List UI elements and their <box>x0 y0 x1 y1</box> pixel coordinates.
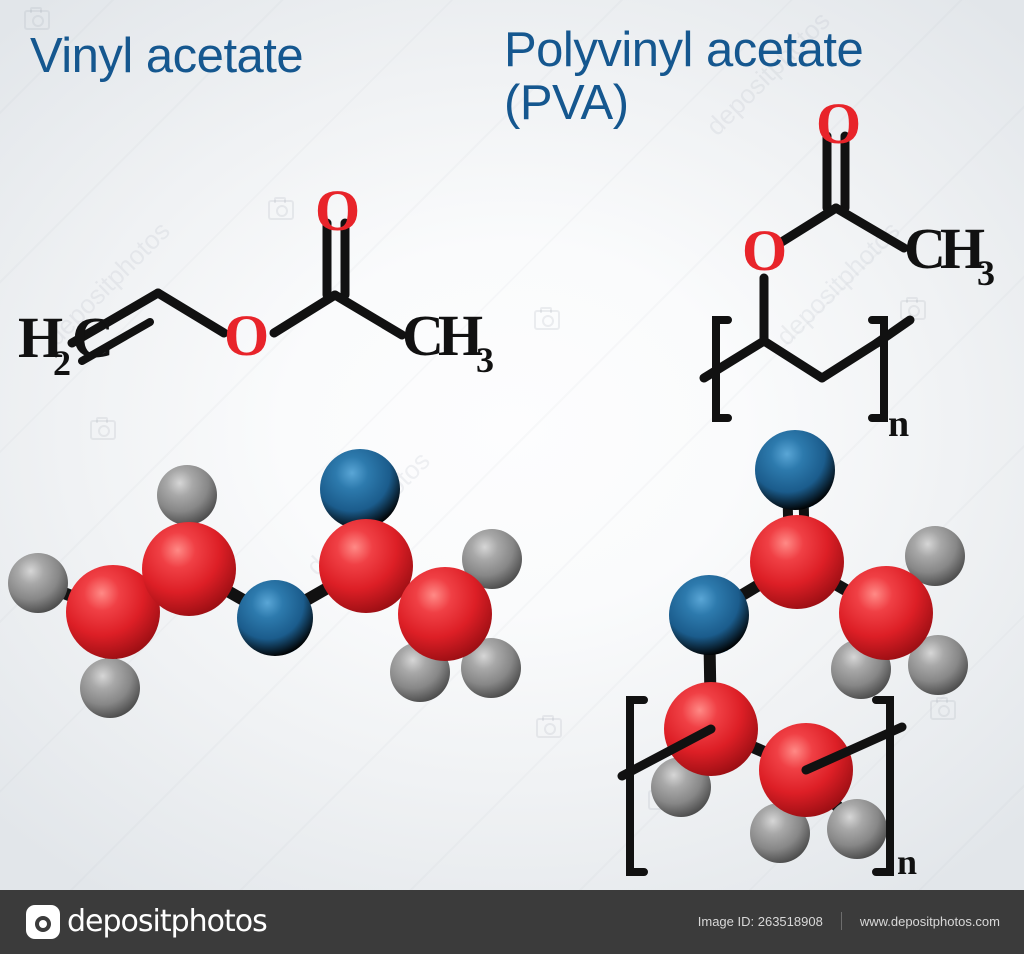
label-ch3: C H 3 <box>904 216 995 293</box>
label-h2c-subscript: 2 <box>53 343 71 383</box>
label-ch3-h: H <box>438 303 483 368</box>
atom-o-o2 <box>755 430 835 510</box>
atom-h-h2 <box>750 803 810 863</box>
title-polyvinyl-acetate-line1: Polyvinyl acetate <box>504 23 864 77</box>
title-polyvinyl-acetate: Polyvinyl acetate (PVA) <box>504 23 864 130</box>
skeletal-bonds-right <box>699 131 915 422</box>
label-carbonyl-oxygen: O <box>315 178 360 243</box>
bond-c1-c2-outer <box>67 288 163 348</box>
camera-icon <box>26 904 60 939</box>
label-ester-oxygen: O <box>224 303 269 368</box>
label-ch3-c: C <box>904 216 946 281</box>
image-id-label: Image ID: 263518908 <box>697 913 823 929</box>
model-right-atoms <box>651 430 968 863</box>
atom-o-o1 <box>237 580 313 656</box>
label-h2c-c: C <box>72 305 114 370</box>
bond-o1-c3 <box>269 290 340 338</box>
atom-c-c4 <box>398 567 492 661</box>
atom-h-h6 <box>908 635 968 695</box>
atom-c-c3 <box>750 515 844 609</box>
atom-c-c3 <box>319 519 413 613</box>
repeat-bracket-left <box>712 316 732 422</box>
footer-meta: Image ID: 263518908 www.depositphotos.co… <box>698 912 1000 930</box>
bond-c2-o1 <box>153 288 229 338</box>
atom-c-c2 <box>142 522 236 616</box>
title-polyvinyl-acetate-line2: (PVA) <box>504 75 629 130</box>
model-left-atoms <box>8 449 522 718</box>
atom-h-h4 <box>462 529 522 589</box>
model-label-repeat-n: n <box>897 842 917 882</box>
bond-c3-o1 <box>775 203 841 248</box>
skeletal-bonds-left <box>67 218 407 365</box>
model-right-polymer-brackets <box>617 696 907 876</box>
label-ch3-subscript: 3 <box>977 253 995 293</box>
bond-c3-c4 <box>330 290 407 340</box>
atom-h-h3 <box>157 465 217 525</box>
atom-h-h3 <box>827 799 887 859</box>
depositphotos-wordmark: depositphotos <box>67 904 268 939</box>
depositphotos-footer-bar: depositphotos Image ID: 263518908 www.de… <box>0 890 1024 954</box>
vinyl-acetate-skeletal-formula: H 2 C O O C H 3 <box>18 178 494 383</box>
label-carbonyl-oxygen: O <box>816 91 861 156</box>
model-bracket-left <box>626 696 648 876</box>
atom-c-c4 <box>839 566 933 660</box>
atom-c-c1 <box>66 565 160 659</box>
model-open-bond-left <box>617 724 716 781</box>
atom-o-o1 <box>669 575 749 655</box>
atom-h-h2 <box>80 658 140 718</box>
bond-c1-c2-inner <box>78 318 154 365</box>
label-ch3-c: C <box>402 303 444 368</box>
website-label[interactable]: www.depositphotos.com <box>859 913 1000 929</box>
atom-o-o2 <box>320 449 400 529</box>
atom-h-h6 <box>461 638 521 698</box>
footer-divider <box>840 912 842 930</box>
label-h2c: H 2 C <box>18 305 114 383</box>
atom-h-h1 <box>8 553 68 613</box>
bond-backbone-ch2-next <box>817 338 882 383</box>
label-ch3-h: H <box>940 216 985 281</box>
label-ch3-subscript: 3 <box>476 340 494 380</box>
atom-h-h4 <box>905 526 965 586</box>
bond-backbone-ch-ch2 <box>759 336 827 383</box>
bond-c3-ch3 <box>831 203 909 253</box>
depositphotos-logo: depositphotos <box>26 904 268 939</box>
polyvinyl-acetate-skeletal-formula: O O C H 3 n <box>699 91 995 445</box>
label-ester-oxygen: O <box>742 218 787 283</box>
repeat-bracket-right <box>868 316 888 422</box>
label-ch3: C H 3 <box>402 303 494 380</box>
title-vinyl-acetate: Vinyl acetate <box>30 29 304 83</box>
label-h2c-h: H <box>18 305 63 370</box>
model-bracket-right <box>872 696 894 876</box>
label-repeat-n: n <box>888 403 909 445</box>
